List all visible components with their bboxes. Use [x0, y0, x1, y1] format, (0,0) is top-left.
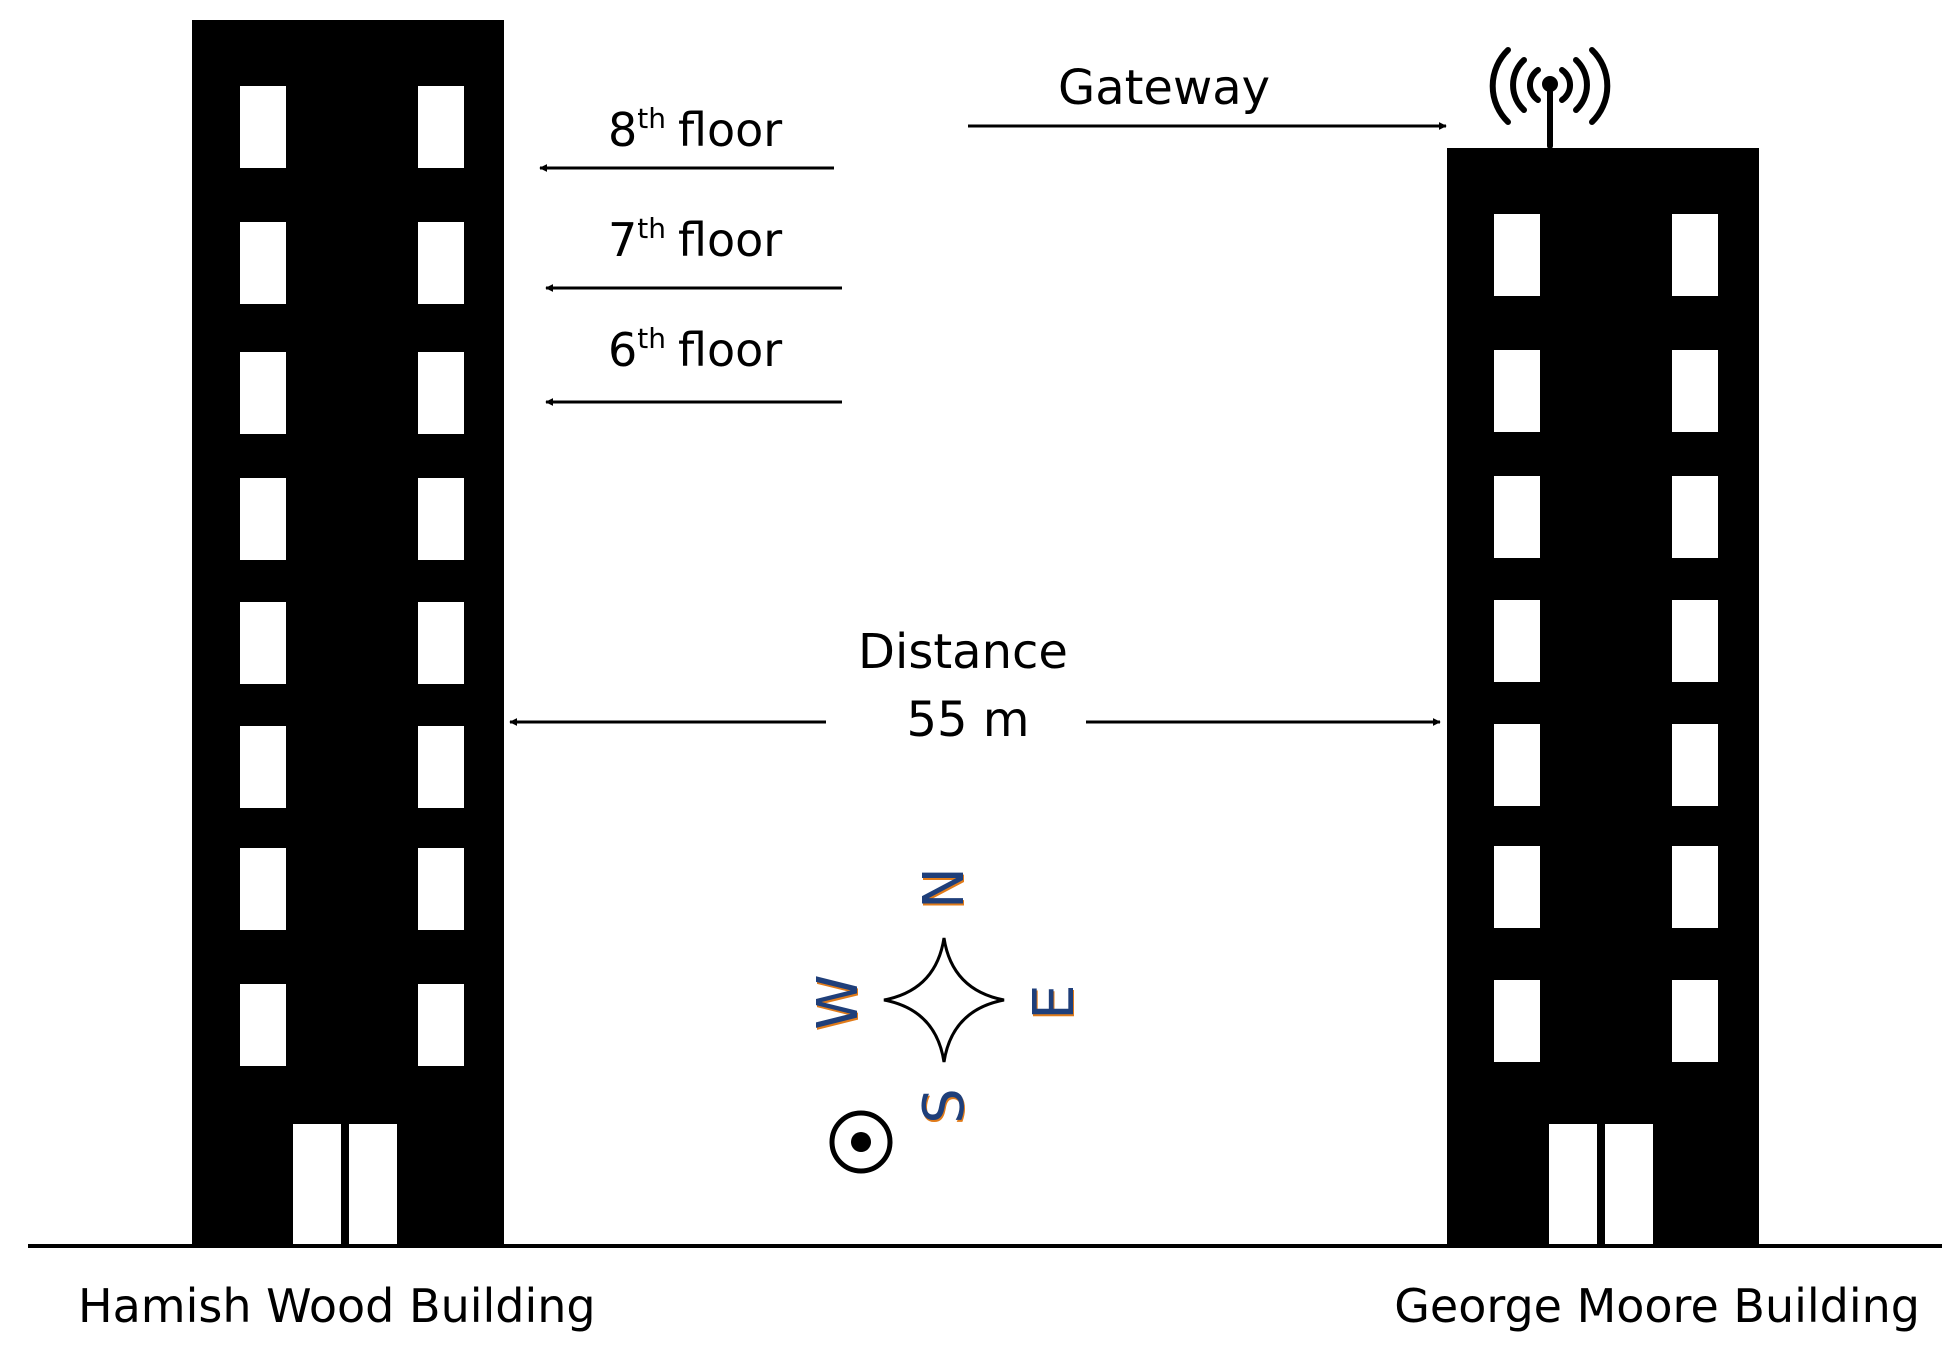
george-moore-building: [1447, 148, 1759, 1248]
left-window-r8-c2: [418, 984, 464, 1066]
right-window-r1-c1: [1494, 214, 1540, 296]
compass-south-fringe: S: [913, 1090, 978, 1126]
compass-west: W: [806, 974, 871, 1029]
floor-6-word: floor: [678, 323, 782, 377]
left-window-r5-c2: [418, 602, 464, 684]
left-window-r6-c2: [418, 726, 464, 808]
floor-8-superscript: th: [637, 102, 666, 135]
distance-label: Distance: [858, 624, 1068, 680]
building-left-name: Hamish Wood Building: [78, 1279, 596, 1333]
right-window-r3-c1: [1494, 476, 1540, 558]
compass-north: N: [912, 867, 977, 909]
floor-8-word: floor: [678, 103, 782, 157]
left-window-r1-c2: [418, 86, 464, 168]
floor-8-number: 8: [608, 103, 637, 157]
right-window-r7-c2: [1672, 980, 1718, 1062]
left-building-windows: [240, 86, 464, 1066]
right-building-door-right: [1605, 1124, 1653, 1248]
left-window-r7-c2: [418, 848, 464, 930]
distance-value: 55 m: [906, 692, 1029, 748]
right-window-r6-c2: [1672, 846, 1718, 928]
right-window-r1-c2: [1672, 214, 1718, 296]
right-building-windows: [1494, 214, 1718, 1062]
right-window-r3-c2: [1672, 476, 1718, 558]
gateway-antenna-icon: [1489, 47, 1611, 149]
gateway-label: Gateway: [1058, 60, 1270, 116]
left-window-r5-c1: [240, 602, 286, 684]
left-building-door-left: [293, 1124, 341, 1248]
floor-6-number: 6: [608, 323, 637, 377]
right-window-r4-c1: [1494, 600, 1540, 682]
floor-7-number: 7: [608, 213, 637, 267]
floor-7-word: floor: [678, 213, 782, 267]
left-window-r6-c1: [240, 726, 286, 808]
out-of-page-symbol-icon: [829, 1110, 893, 1174]
right-window-r2-c2: [1672, 350, 1718, 432]
right-window-r5-c1: [1494, 724, 1540, 806]
compass-south: S: [912, 1088, 977, 1124]
right-window-r5-c2: [1672, 724, 1718, 806]
left-window-r4-c1: [240, 478, 286, 560]
right-building-body: [1447, 148, 1759, 1248]
right-window-r2-c1: [1494, 350, 1540, 432]
compass-east: E: [1022, 984, 1087, 1019]
building-right-name: George Moore Building: [1394, 1279, 1920, 1333]
right-window-r7-c1: [1494, 980, 1540, 1062]
compass: N N W W E E S S: [806, 867, 1088, 1126]
left-window-r7-c1: [240, 848, 286, 930]
compass-east-fringe: E: [1023, 986, 1088, 1021]
left-window-r4-c2: [418, 478, 464, 560]
right-window-r4-c2: [1672, 600, 1718, 682]
left-window-r1-c1: [240, 86, 286, 168]
left-window-r8-c1: [240, 984, 286, 1066]
compass-star-icon: [883, 937, 1005, 1063]
left-window-r3-c2: [418, 352, 464, 434]
floor-7-superscript: th: [637, 212, 666, 245]
compass-west-fringe: W: [807, 976, 872, 1031]
hamish-wood-building: [192, 20, 504, 1248]
left-window-r3-c1: [240, 352, 286, 434]
compass-north-fringe: N: [913, 869, 978, 911]
right-window-r6-c1: [1494, 846, 1540, 928]
left-building-door-right: [349, 1124, 397, 1248]
right-building-door-left: [1549, 1124, 1597, 1248]
left-window-r2-c1: [240, 222, 286, 304]
floor-6-superscript: th: [637, 322, 666, 355]
left-window-r2-c2: [418, 222, 464, 304]
